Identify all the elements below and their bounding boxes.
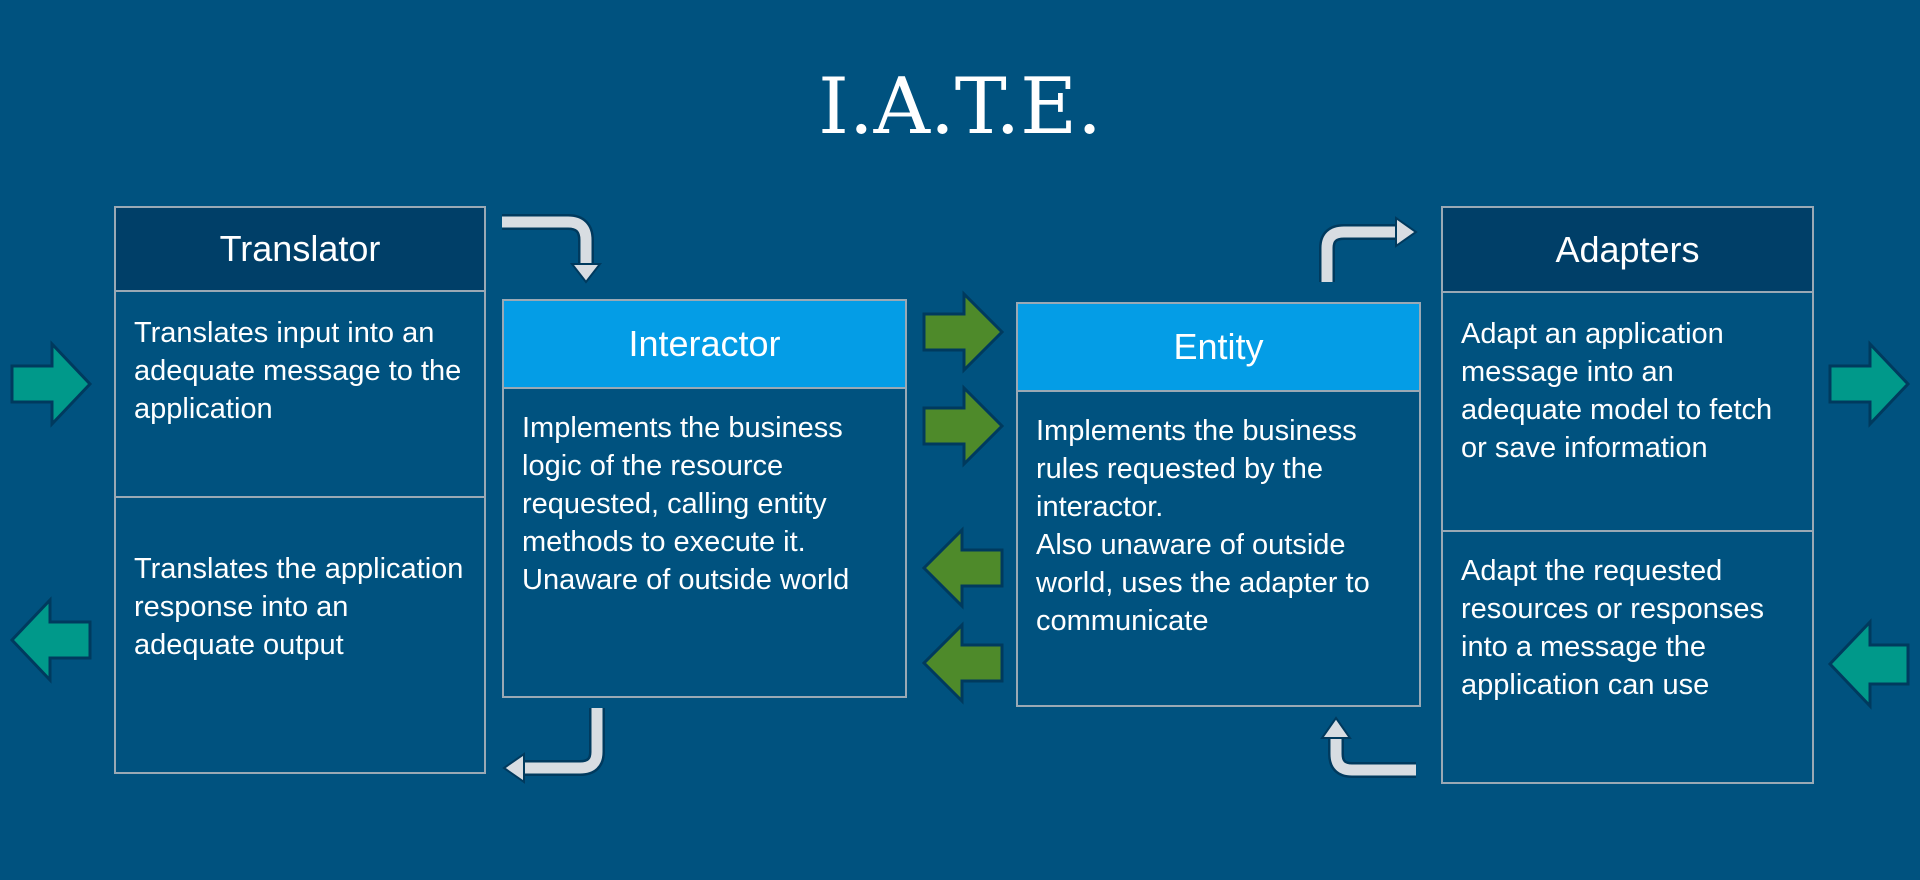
entity-heading: Entity xyxy=(1018,304,1419,392)
interactor-to-translator-curved-arrow-icon xyxy=(502,708,605,784)
interactor-heading: Interactor xyxy=(504,301,905,389)
interactor-to-entity-arrow-icon xyxy=(922,290,1005,374)
translator-input-description: Translates input into an adequate messag… xyxy=(116,292,484,498)
translator-heading: Translator xyxy=(116,208,484,292)
adapter-outbound-arrow-icon xyxy=(1828,340,1911,428)
entity-box: Entity Implements the business rules req… xyxy=(1016,302,1421,707)
translator-output-text: Translates the application response into… xyxy=(134,553,464,661)
adapters-box: Adapters Adapt an application message in… xyxy=(1441,206,1814,784)
adapters-heading: Adapters xyxy=(1443,208,1812,293)
translator-box: Translator Translates input into an adeq… xyxy=(114,206,486,774)
translator-input-text: Translates input into an adequate messag… xyxy=(134,317,462,425)
interactor-to-entity-arrow-2-icon xyxy=(922,384,1005,468)
translator-output-description: Translates the application response into… xyxy=(116,498,484,772)
entity-to-interactor-arrow-icon xyxy=(921,526,1004,610)
page-title: I.A.T.E. xyxy=(818,62,1102,152)
adapters-inbound-text: Adapt the requested resources or respons… xyxy=(1461,555,1765,701)
output-arrow-icon xyxy=(9,596,92,684)
adapters-to-entity-curved-arrow-icon xyxy=(1320,716,1416,778)
entity-to-adapters-curved-arrow-icon xyxy=(1319,216,1418,282)
translator-to-interactor-curved-arrow-icon xyxy=(502,214,603,284)
interactor-text-2: Unaware of outside world xyxy=(522,564,850,596)
entity-text: Implements the business rules requested … xyxy=(1036,415,1357,523)
input-arrow-icon xyxy=(10,340,93,428)
adapters-outbound-text: Adapt an application message into an ade… xyxy=(1461,318,1773,464)
interactor-text: Implements the business logic of the res… xyxy=(522,412,843,558)
adapters-inbound-description: Adapt the requested resources or respons… xyxy=(1443,532,1812,704)
entity-description: Implements the business rules requested … xyxy=(1018,392,1419,640)
entity-text-2: Also unaware of outside world, uses the … xyxy=(1036,529,1370,637)
interactor-box: Interactor Implements the business logic… xyxy=(502,299,907,698)
entity-to-interactor-arrow-2-icon xyxy=(921,621,1004,705)
adapters-outbound-description: Adapt an application message into an ade… xyxy=(1443,293,1812,532)
interactor-description: Implements the business logic of the res… xyxy=(504,389,905,599)
adapter-inbound-arrow-icon xyxy=(1827,618,1910,710)
